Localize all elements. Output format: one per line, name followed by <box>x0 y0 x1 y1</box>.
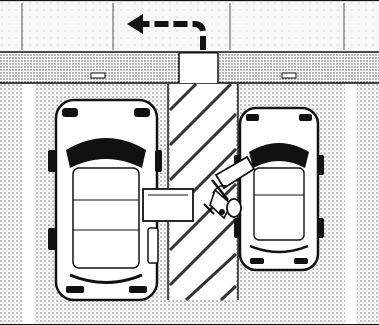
curb-ramp <box>179 53 218 83</box>
open-door <box>143 189 193 221</box>
parked-car-right <box>234 108 324 270</box>
